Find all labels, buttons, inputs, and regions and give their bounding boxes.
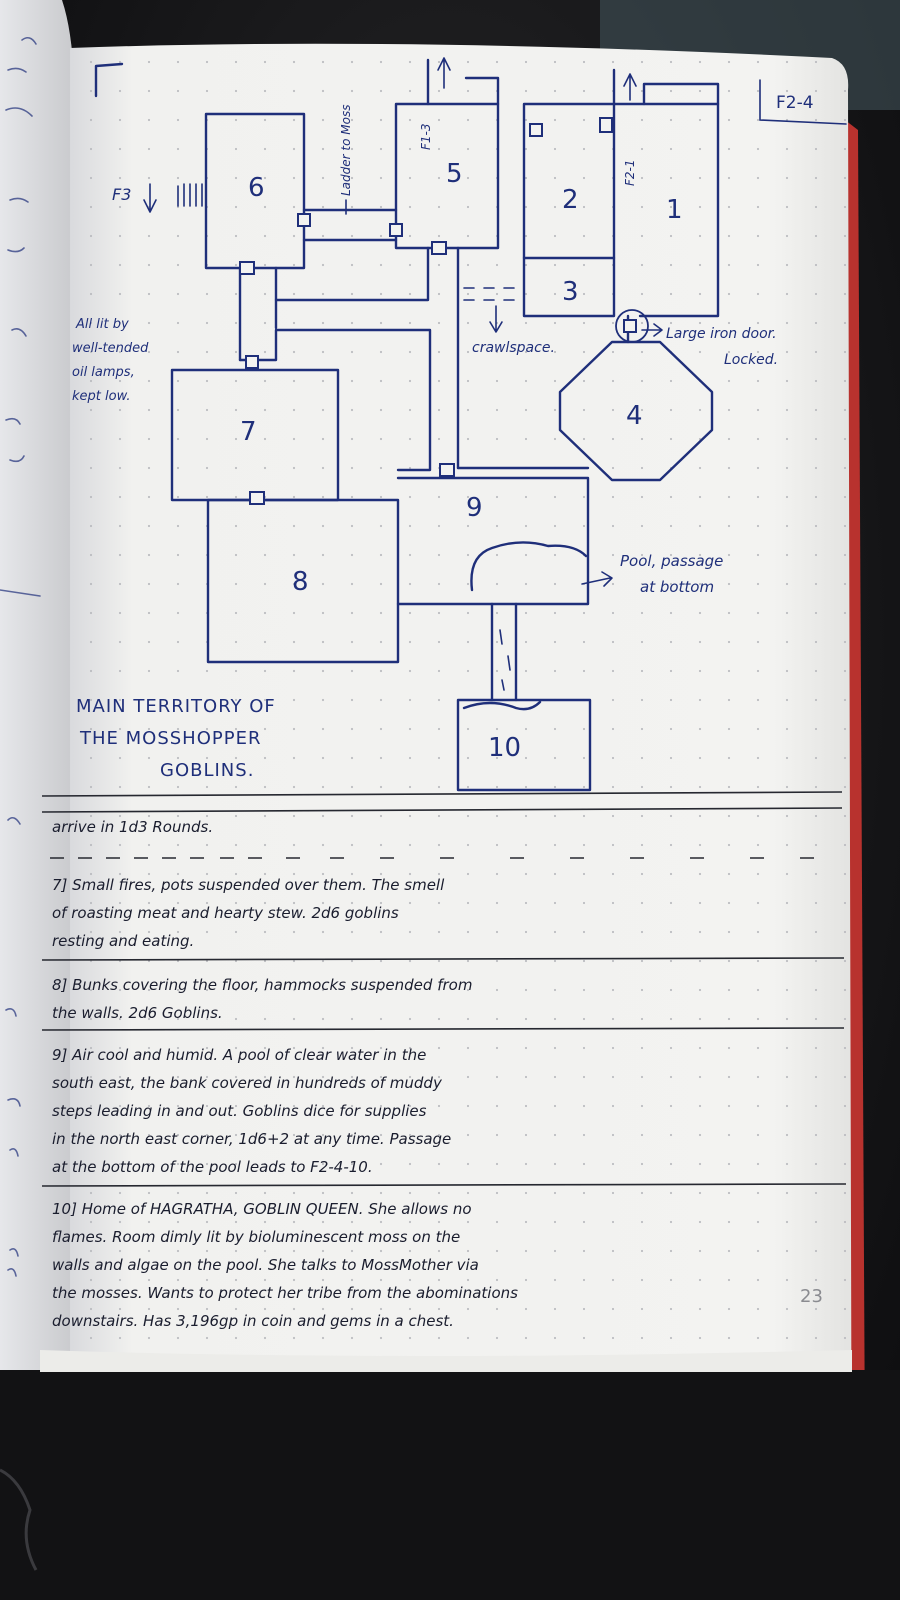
lighting-note-line: well-tended (72, 341, 149, 356)
iron-door-note: Large iron door. (666, 326, 777, 342)
map-doors (239, 117, 637, 505)
lighting-note-line: All lit by (75, 317, 129, 332)
caption-line: THE MOSSHOPPER (79, 728, 261, 749)
entry-7-line: 7] Small fires, pots suspended over them… (52, 876, 445, 894)
room-label: 2 (562, 185, 579, 215)
entry-10-line: the mosses. Wants to protect her tribe f… (52, 1284, 518, 1302)
notes-section: arrive in 1d3 Rounds. 7] Small fires, po… (41, 791, 847, 1330)
down-arrow-icon (143, 183, 157, 213)
lighting-note-line: oil lamps, (72, 365, 135, 380)
room-label: 9 (466, 493, 483, 523)
iron-door-note: Locked. (724, 352, 778, 368)
stairs-icon (177, 183, 203, 207)
entry-9-line: 9] Air cool and humid. A pool of clear w… (52, 1046, 426, 1064)
room-5-outline (394, 102, 500, 250)
room-label: 4 (626, 401, 643, 431)
room-10-outline (456, 698, 592, 792)
entry-9-line: at the bottom of the pool leads to F2-4-… (52, 1158, 373, 1176)
entry-7-line: resting and eating. (52, 932, 194, 950)
dot-grid (70, 43, 852, 1600)
section-tag: F2-4 (776, 93, 814, 113)
arrow-right-icon (581, 571, 613, 587)
dungeon-map (143, 57, 720, 792)
room-label: 10 (488, 733, 521, 763)
background-fabric-bottom (0, 1370, 900, 1600)
room-labels: 6 5 2 1 3 4 7 8 9 10 (240, 159, 683, 763)
page-bottom-edge (40, 1350, 852, 1372)
pool-note: Pool, passage (620, 552, 723, 570)
stairs-down-label: F3 (112, 185, 131, 204)
entry-7-line: of roasting meat and hearty stew. 2d6 go… (52, 904, 399, 922)
map-caption: MAIN TERRITORY OF THE MOSSHOPPER GOBLINS… (76, 696, 276, 781)
entry-10-line: 10] Home of HAGRATHA, GOBLIN QUEEN. She … (52, 1200, 472, 1218)
left-page (0, 0, 74, 1600)
entry-8-line: the walls. 2d6 Goblins. (52, 1004, 223, 1022)
section-tag-box: F2-4 (759, 79, 847, 125)
up-arrow-left-icon (437, 57, 451, 89)
stairs-up-label: F1-3 (419, 123, 433, 150)
crawlspace-note: crawlspace. (472, 340, 555, 356)
arrow-right-icon (641, 323, 663, 337)
room-label: 6 (248, 173, 265, 203)
entry-10-line: walls and algae on the pool. She talks t… (52, 1256, 479, 1274)
room-8-outline (206, 498, 400, 664)
room-label: 3 (562, 277, 579, 307)
room-label: 1 (666, 195, 683, 225)
up-arrow-right-icon (623, 73, 637, 101)
caption-line: MAIN TERRITORY OF (76, 696, 276, 717)
room-label: 5 (446, 159, 463, 189)
left-page-scribbles (0, 36, 41, 1277)
note-line: arrive in 1d3 Rounds. (52, 818, 213, 836)
entry-10-line: downstairs. Has 3,196gp in coin and gems… (52, 1312, 454, 1330)
entry-8-line: 8] Bunks covering the floor, hammocks su… (52, 976, 472, 994)
ladder-note: Ladder to Moss (339, 105, 353, 196)
corner-mark (94, 62, 124, 98)
page-number: 23 (800, 1286, 823, 1307)
entry-9-line: south east, the bank covered in hundreds… (52, 1074, 443, 1092)
room-4-outline (558, 340, 714, 482)
room-label: 8 (292, 567, 309, 597)
lighting-note-line: kept low. (72, 389, 131, 404)
room-label: 7 (240, 417, 257, 447)
map-annotations: F1-3 F2-1 F3 Ladder to Moss All lit by w… (72, 105, 778, 596)
pool-edge (470, 541, 588, 592)
room-6-outline (204, 112, 306, 270)
stairs-up-label: F2-1 (623, 159, 637, 186)
entry-9-line: steps leading in and out. Goblins dice f… (52, 1102, 427, 1120)
room-2-3-outline (522, 102, 616, 318)
fabric-pattern (0, 1468, 38, 1571)
entry-9-line: in the north east corner, 1d6+2 at any t… (52, 1130, 451, 1148)
room-1-outline (612, 102, 720, 318)
entry-10-line: flames. Room dimly lit by bioluminescent… (52, 1228, 460, 1246)
caption-line: GOBLINS. (160, 760, 254, 781)
pool-note: at bottom (640, 578, 714, 596)
waterfall-channel (490, 602, 518, 702)
